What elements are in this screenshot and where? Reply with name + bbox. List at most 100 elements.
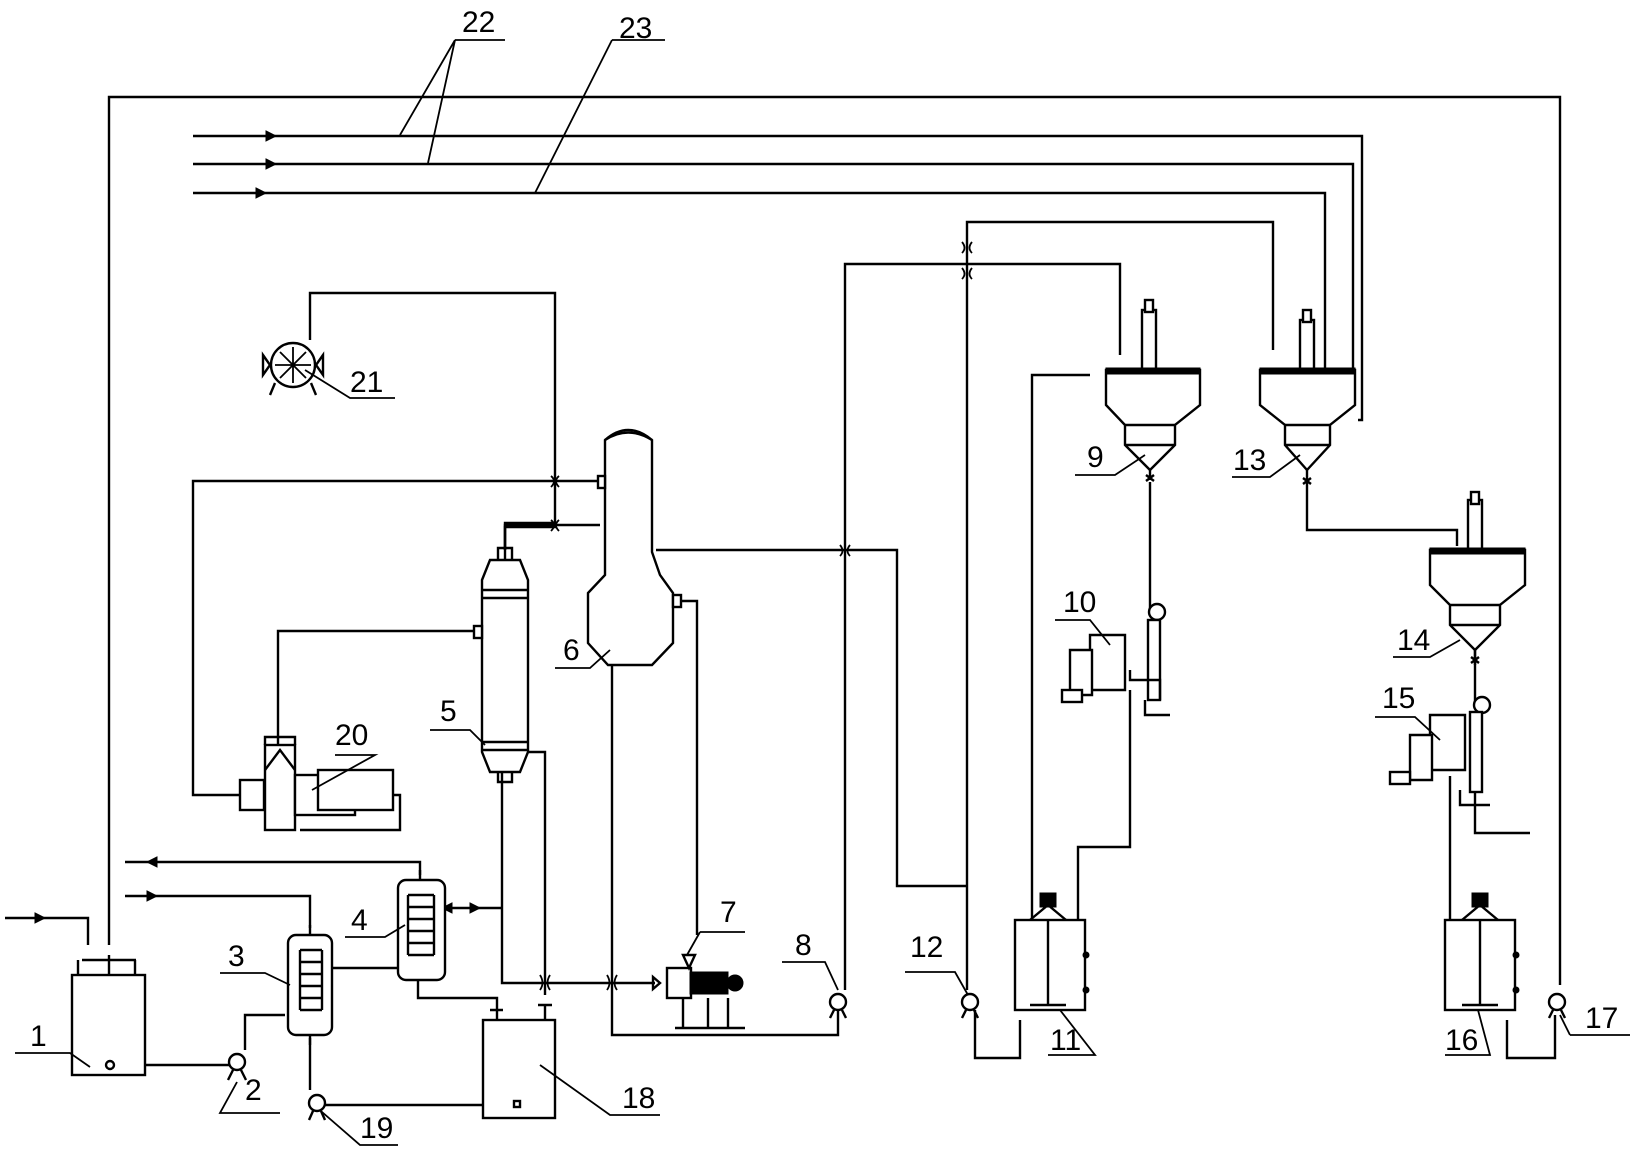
leader-line-21 xyxy=(304,369,395,399)
leader-line-16 xyxy=(1445,1009,1492,1056)
label-9: 9 xyxy=(1087,441,1104,474)
line-13-to-14 xyxy=(1305,485,1459,546)
arrow-icon xyxy=(34,912,47,924)
label-18: 18 xyxy=(622,1082,655,1115)
component-labels: 1 2 3 4 5 6 7 8 9 10 11 12 13 14 15 16 1… xyxy=(30,6,1618,1145)
label-5: 5 xyxy=(440,695,457,728)
leader-line-15 xyxy=(1375,716,1441,741)
leader-line-2 xyxy=(218,1081,280,1114)
leader-line-19 xyxy=(321,1111,398,1146)
line-9-to-11 xyxy=(1030,373,1090,920)
crossover-mark xyxy=(606,974,618,991)
stirred-tank-11 xyxy=(1013,892,1090,1012)
leader-lines xyxy=(15,39,1630,1146)
label-6: 6 xyxy=(563,634,580,667)
leader-line-22 xyxy=(399,39,505,164)
feed-line-to-13 xyxy=(965,220,1275,350)
crystallizer-9 xyxy=(1104,298,1202,482)
crossover-mark xyxy=(839,544,851,557)
label-7: 7 xyxy=(720,896,737,929)
leader-line-20 xyxy=(311,754,379,791)
leader-line-6 xyxy=(555,649,611,669)
arrow-icon xyxy=(265,158,278,170)
crystallizer-13 xyxy=(1258,308,1357,485)
arrow-icon xyxy=(145,856,158,868)
centrifuge-15 xyxy=(1388,695,1492,807)
crossover-mark xyxy=(550,519,560,532)
vapour-line-6-to-11 xyxy=(656,548,967,888)
label-20: 20 xyxy=(335,719,368,752)
label-15: 15 xyxy=(1382,682,1415,715)
heat-exchanger-3 xyxy=(286,925,334,1045)
flow-arrows xyxy=(34,130,482,924)
line-7-to-8 xyxy=(610,975,840,1037)
arrow-icon xyxy=(265,130,278,142)
line-2-to-3 xyxy=(243,1013,285,1050)
label-3: 3 xyxy=(228,940,245,973)
pump-19 xyxy=(307,1093,327,1121)
coolant-line-4 xyxy=(125,860,422,875)
label-22: 22 xyxy=(462,6,495,39)
condenser-5 xyxy=(472,546,530,784)
blower-21 xyxy=(261,341,325,396)
tank-18 xyxy=(481,1003,557,1120)
arrow-icon xyxy=(146,890,159,902)
main-return-pipe xyxy=(107,95,1562,985)
crossover-mark xyxy=(961,267,973,280)
tank-1 xyxy=(70,955,147,1077)
line-16-to-17 xyxy=(1505,1015,1557,1060)
evaporator-6 xyxy=(586,428,683,667)
crystallizer-14 xyxy=(1428,490,1527,665)
inlet-to-tank-1 xyxy=(5,916,90,945)
label-12: 12 xyxy=(910,931,943,964)
label-16: 16 xyxy=(1445,1024,1478,1057)
leader-line-7 xyxy=(686,931,745,956)
label-8: 8 xyxy=(795,929,812,962)
label-11: 11 xyxy=(1050,1024,1081,1057)
label-23: 23 xyxy=(619,12,652,45)
line-5-to-7 xyxy=(500,755,655,985)
leader-line-1 xyxy=(15,1052,91,1068)
leader-line-10 xyxy=(1055,619,1111,646)
crossover-mark xyxy=(539,974,551,991)
line-5-to-21 xyxy=(308,291,557,550)
heat-exchanger-4 xyxy=(396,870,447,982)
line-5-to-20 xyxy=(276,629,478,745)
crossover-mark xyxy=(550,475,560,488)
stirred-tank-16 xyxy=(1443,892,1520,1012)
feed-line-to-9 xyxy=(843,262,1122,974)
pump-7 xyxy=(651,953,745,1030)
label-13: 13 xyxy=(1233,444,1266,477)
leader-line-4 xyxy=(345,924,406,938)
line-15-out xyxy=(1473,782,1530,835)
line-4-to-18 xyxy=(416,980,499,1010)
leader-line-9 xyxy=(1075,454,1146,476)
leader-line-3 xyxy=(220,972,291,986)
line-5-bottom-to-18 xyxy=(505,750,547,995)
label-17: 17 xyxy=(1585,1002,1618,1035)
line-6-side-to-7 xyxy=(680,599,699,935)
line-10-to-11 xyxy=(1076,690,1132,920)
leader-line-13 xyxy=(1232,454,1301,478)
label-1: 1 xyxy=(30,1020,47,1053)
coolant-line-3 xyxy=(125,894,312,928)
leader-line-8 xyxy=(782,961,839,991)
label-14: 14 xyxy=(1397,624,1430,657)
leader-line-18 xyxy=(539,1064,660,1116)
label-4: 4 xyxy=(351,904,368,937)
leader-line-11 xyxy=(1048,1009,1097,1056)
leader-line-5 xyxy=(430,729,486,746)
arrow-icon xyxy=(255,187,268,199)
label-2: 2 xyxy=(245,1074,262,1107)
leader-line-14 xyxy=(1393,639,1461,658)
leader-line-17 xyxy=(1559,1014,1630,1036)
vacuum-pump-20 xyxy=(238,735,395,832)
pump-2 xyxy=(226,1052,248,1081)
arrow-icon xyxy=(469,902,482,914)
pump-8 xyxy=(828,992,848,1019)
line-6-to-20-loop xyxy=(191,479,598,797)
centrifuge-10 xyxy=(1060,602,1170,717)
crossover-mark xyxy=(961,241,973,254)
pump-12 xyxy=(960,992,980,1019)
